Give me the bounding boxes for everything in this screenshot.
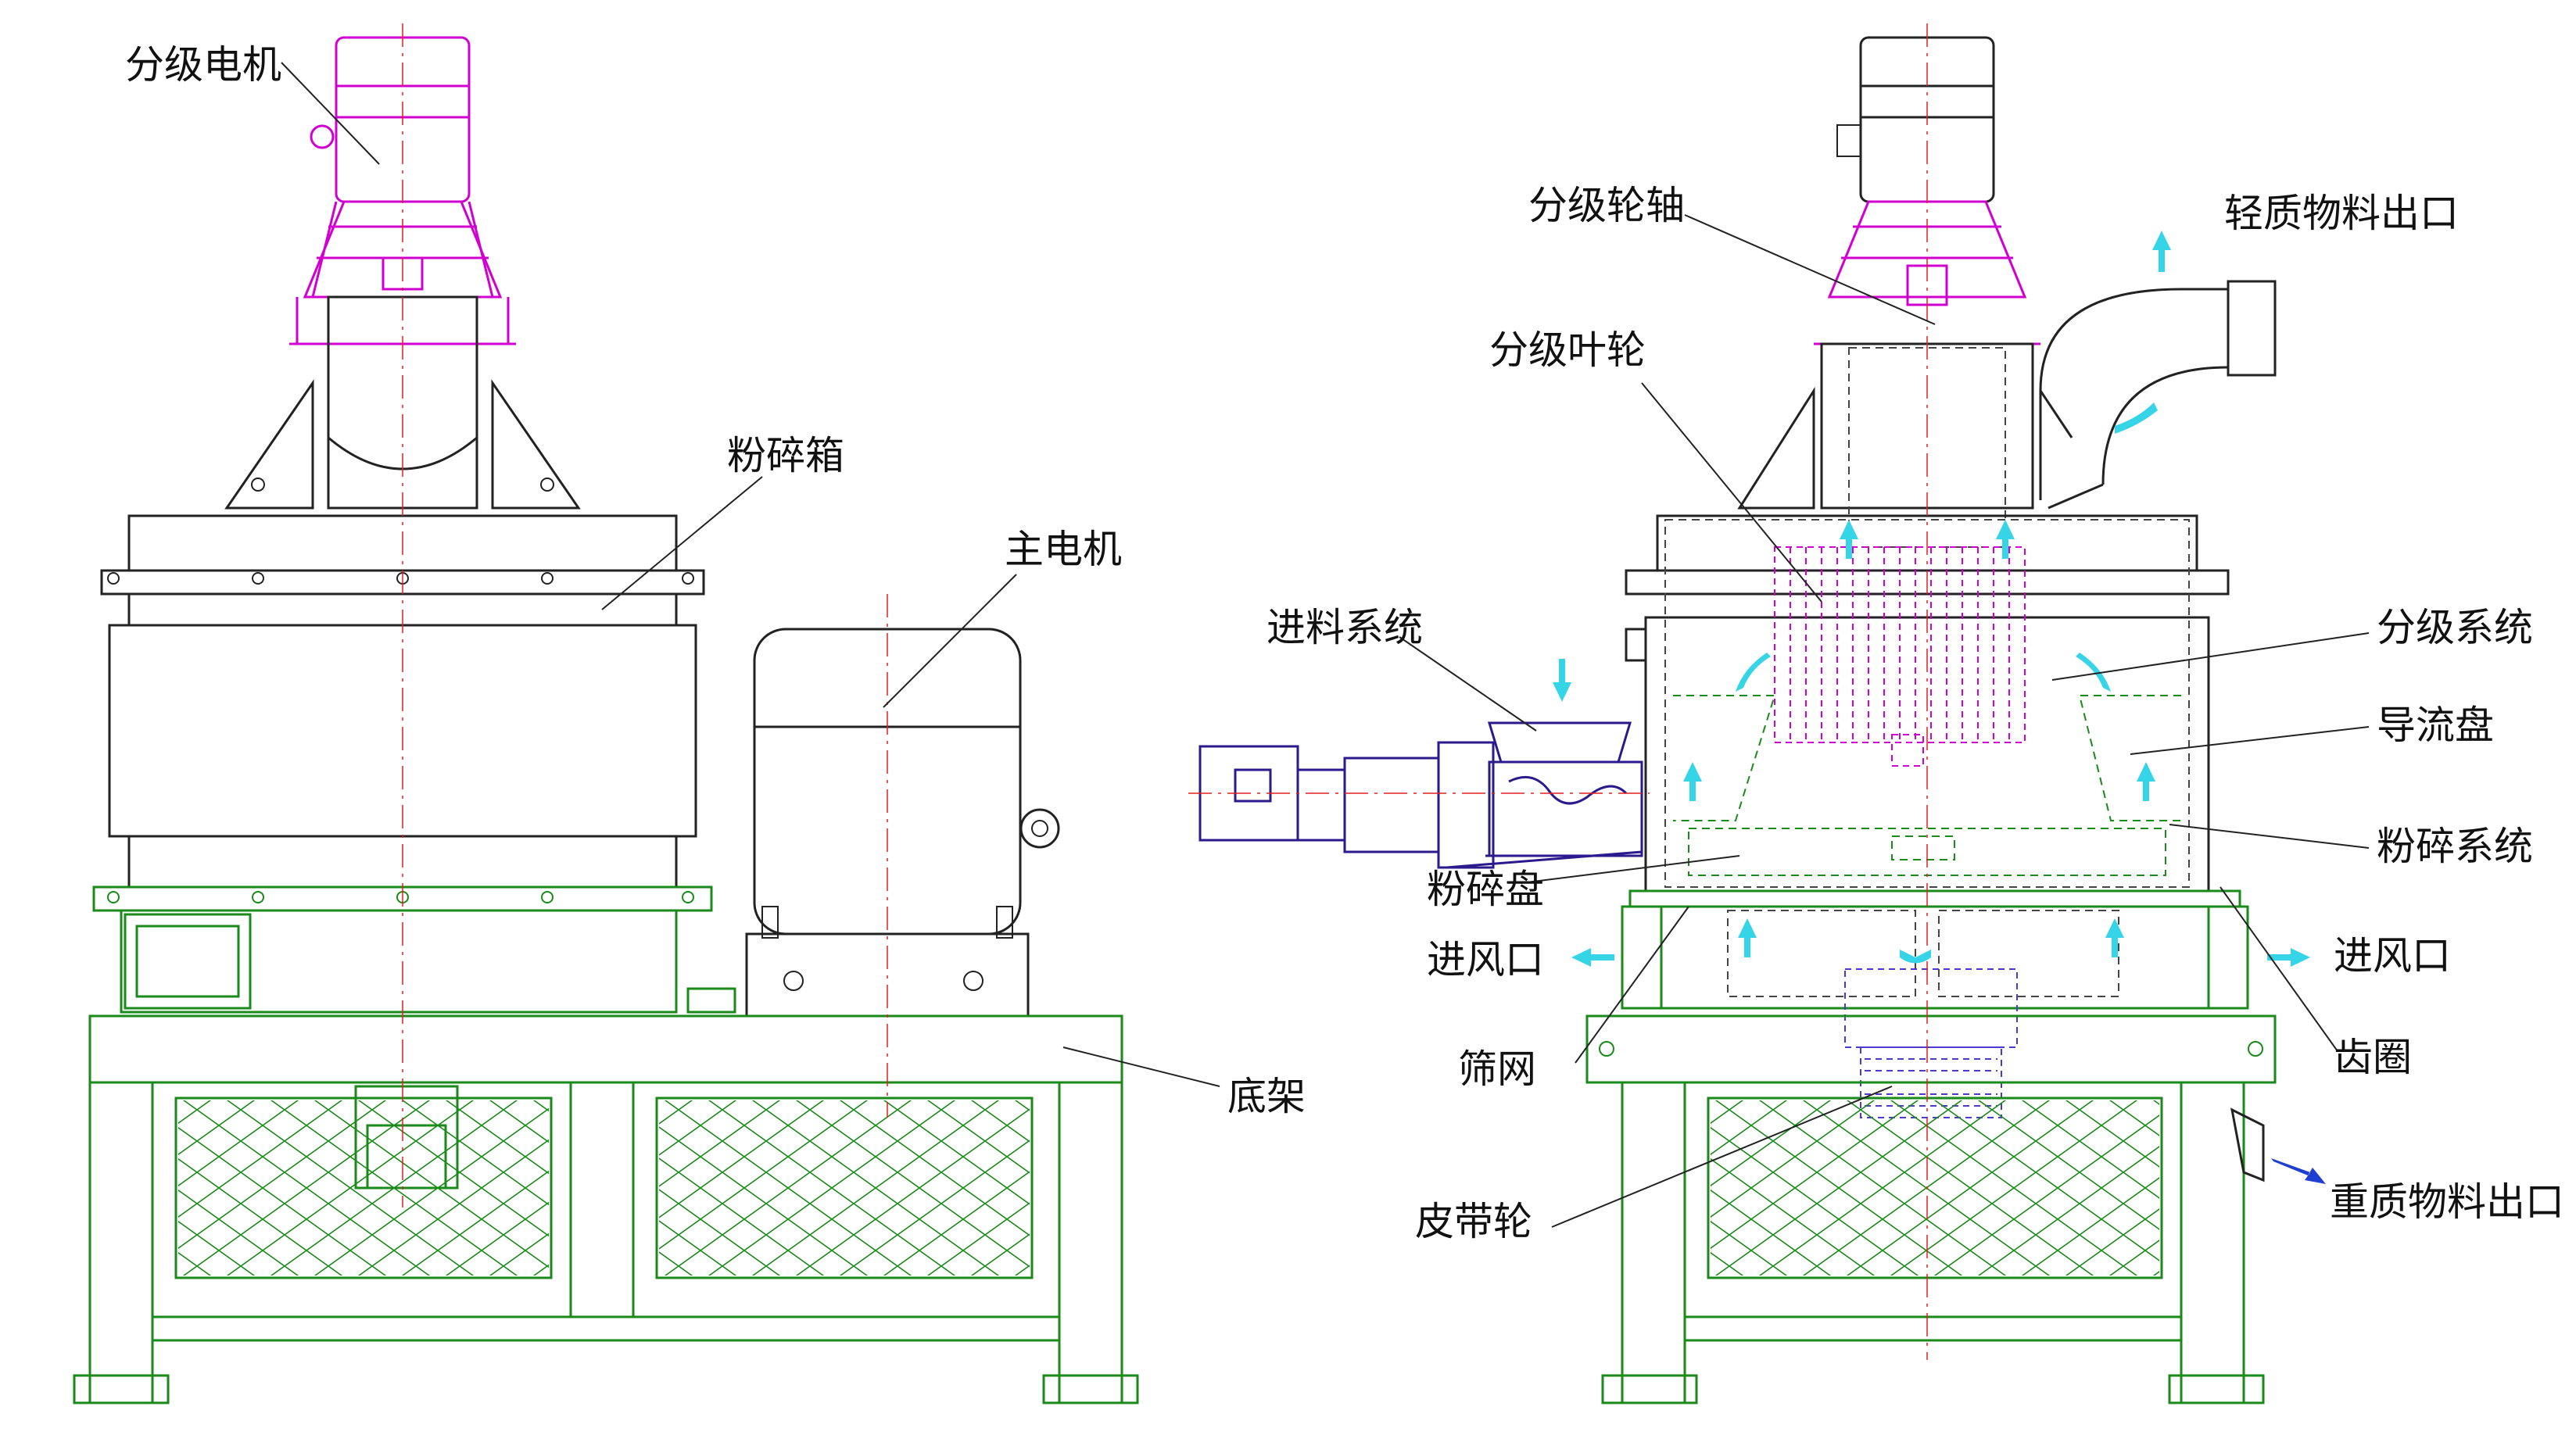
label-classifier-impeller: 分级叶轮 <box>1489 327 1646 373</box>
label-crushing-disc: 粉碎盘 <box>1427 867 1544 912</box>
label-guide-plate: 导流盘 <box>2377 703 2494 748</box>
base-frame <box>73 1014 1139 1404</box>
classifier-impeller <box>1774 546 2026 767</box>
airflow-arrows <box>1553 231 2310 967</box>
label-air-inlet-right: 进风口 <box>2334 933 2451 978</box>
label-air-inlet-left: 进风口 <box>1427 937 1544 982</box>
bolt-row <box>107 572 694 903</box>
lower-housing <box>120 909 678 1014</box>
label-base-frame: 底架 <box>1227 1074 1306 1119</box>
main-motor <box>686 628 1060 1018</box>
right-section-view <box>1188 23 2326 1404</box>
feeding-system <box>1188 721 1650 869</box>
guide-plate <box>1673 695 2181 821</box>
label-classifying-system: 分级系统 <box>2377 605 2533 650</box>
label-classifier-motor: 分级电机 <box>125 42 281 88</box>
label-crushing-system: 粉碎系统 <box>2377 824 2533 869</box>
left-elevation-view <box>73 23 1139 1404</box>
label-screen: 筛网 <box>1458 1046 1536 1092</box>
label-group: 分级电机 粉碎箱 主电机 底架 分级轮轴 轻质物料出口 分级叶轮 进料系统 分级… <box>125 42 2564 1244</box>
label-pulley: 皮带轮 <box>1415 1199 1532 1244</box>
label-classifier-wheel-shaft: 分级轮轴 <box>1528 183 1685 228</box>
label-gear-ring: 齿圈 <box>2334 1035 2412 1080</box>
light-material-outlet <box>2039 280 2277 510</box>
label-heavy-material-outlet: 重质物料出口 <box>2330 1179 2564 1225</box>
base-frame-right <box>1585 1014 2277 1404</box>
leader-lines <box>281 62 2370 1228</box>
label-main-motor: 主电机 <box>1005 527 1122 572</box>
label-crushing-box: 粉碎箱 <box>727 433 844 478</box>
label-light-material-outlet: 轻质物料出口 <box>2224 191 2459 236</box>
label-feeding-system: 进料系统 <box>1267 605 1423 650</box>
heavy-material-arrow <box>2271 1158 2326 1184</box>
gear-ring-housing <box>1621 889 2249 1010</box>
